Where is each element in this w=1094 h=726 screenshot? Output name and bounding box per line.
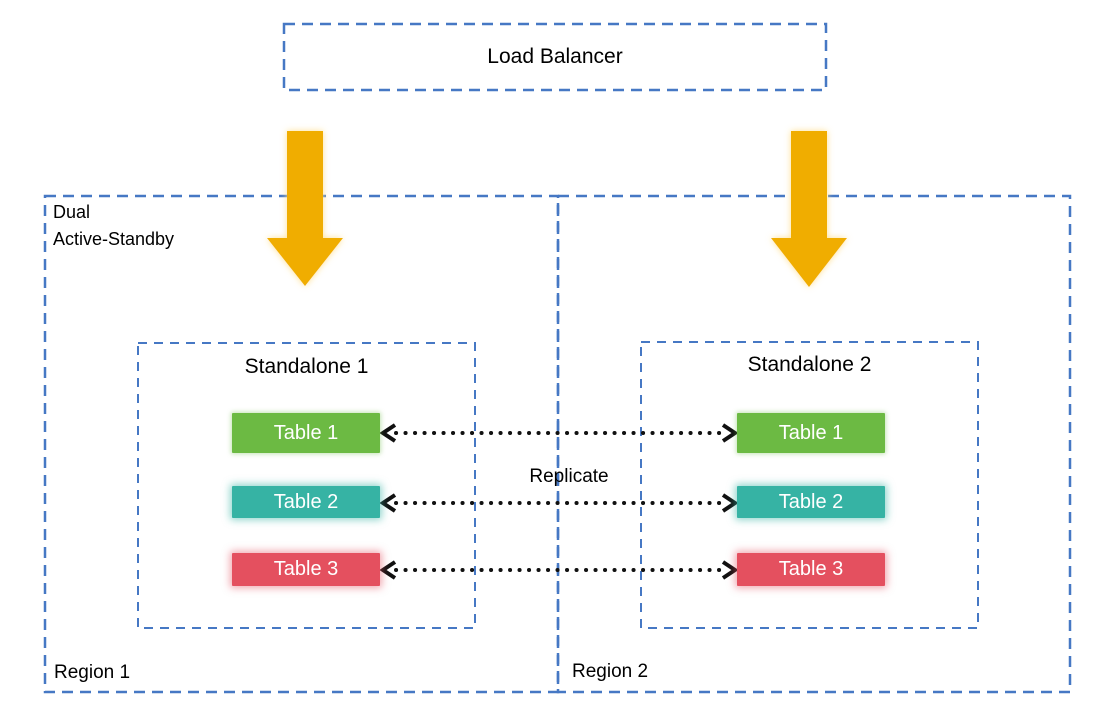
- load-balancer-box: [282, 22, 828, 92]
- arrowhead-left-icon: [379, 560, 397, 580]
- arrowhead-left-icon: [379, 423, 397, 443]
- region-2-label: Region 2: [572, 661, 649, 682]
- load-balancer-label: Load Balancer: [487, 45, 623, 68]
- standalone-1-title: Standalone 1: [244, 355, 369, 378]
- table-chip-region2-table3: Table 3: [737, 553, 885, 586]
- arrowhead-left-icon: [379, 493, 397, 513]
- table-chip-region1-table3: Table 3: [232, 553, 380, 586]
- dual-active-standby-label: Dual Active-Standby: [53, 202, 175, 249]
- region-1-label: Region 1: [54, 662, 131, 683]
- standalone-1-box: [137, 342, 476, 629]
- arrowhead-right-icon: [721, 493, 739, 513]
- arrowhead-right-icon: [721, 560, 739, 580]
- table-chip-region2-table1: Table 1: [737, 413, 885, 453]
- arrowhead-right-icon: [721, 423, 739, 443]
- table-chip-region1-table2: Table 2: [232, 486, 380, 518]
- replicate-arrows: [379, 423, 739, 580]
- replicate-label: Replicate: [529, 466, 609, 487]
- standalone-2-title: Standalone 2: [747, 353, 872, 376]
- table-chip-region2-table2: Table 2: [737, 486, 885, 518]
- table-chip-region1-table1: Table 1: [232, 413, 380, 453]
- standalone-2-box: [640, 341, 979, 629]
- down-arrow-right-icon: [771, 131, 847, 287]
- down-arrow-left-icon: [267, 131, 343, 286]
